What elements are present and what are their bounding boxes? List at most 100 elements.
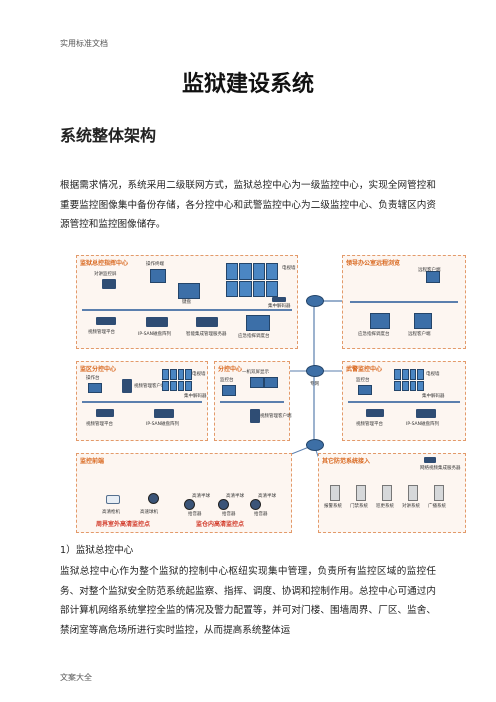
- decoder-a-caption: 集中解码器: [184, 394, 207, 399]
- mgmt-c-caption: 视频管理平台: [356, 422, 383, 427]
- fe-hd2-caption: 高清半球: [192, 494, 210, 499]
- patrol-system-icon: [382, 485, 392, 501]
- op-pc-caption: 操作终端: [146, 262, 164, 267]
- decoder-c-caption: 集中解码器: [422, 394, 445, 399]
- speed-dome-icon: [148, 493, 159, 504]
- ops-c-icon: [358, 385, 372, 395]
- remote-client-caption: 远程客户端: [418, 268, 441, 273]
- front-end-label: 监控前端: [80, 458, 105, 465]
- sub-center-b-bus: [220, 401, 284, 403]
- emergency-desk-caption: 应急指挥调度台: [358, 332, 390, 337]
- fe-hd-caption: 高清枪机: [102, 510, 120, 515]
- client-b-caption: 视频管理客户端: [260, 414, 292, 419]
- main-center-bus: [82, 309, 292, 311]
- monitor-b-caption: 监控台: [220, 378, 234, 383]
- remote-client-icon: [426, 271, 440, 283]
- one-machine-left-icon: [250, 377, 264, 388]
- fe-hd4-caption: 高清半球: [258, 494, 276, 499]
- core-router-mid-icon: [306, 365, 324, 377]
- decoder-icon: [272, 297, 286, 302]
- core-router-bottom-icon: [306, 439, 324, 451]
- front-end-region: [76, 453, 292, 533]
- sys-door-caption: 门禁系统: [350, 504, 368, 509]
- broadcast-system-icon: [434, 485, 444, 501]
- subsection-heading: 1）监狱总控中心: [60, 545, 134, 556]
- sub-center-b-label: 分控中心: [218, 366, 243, 373]
- leader-bus: [350, 301, 458, 303]
- half-dome-3-icon: [250, 499, 261, 510]
- client-b-icon: [250, 409, 260, 423]
- page-header: 实用标准文档: [60, 39, 108, 48]
- emergency-desk-2-icon: [370, 313, 390, 329]
- video-mgmt-server-icon: [96, 317, 116, 325]
- sub-center-a-bus: [82, 401, 202, 403]
- keyboard-caption: 键盘: [182, 300, 191, 305]
- mgmt-a-icon: [96, 409, 114, 417]
- section-heading: 系统整体架构: [60, 126, 157, 145]
- tv-wall-a-caption: 电视墙: [192, 372, 206, 377]
- ipsan-caption: IP-SAN磁盘阵列: [138, 332, 171, 337]
- op-pc-monitor-icon: [150, 269, 166, 283]
- half-dome-2-icon: [218, 499, 229, 510]
- remote-client-2-caption: 远程客户端: [408, 332, 431, 337]
- ipsan-c-caption: IP-SAN磁盘阵列: [406, 422, 439, 427]
- fe-hd3-caption: 高清半球: [226, 494, 244, 499]
- half-dome-1-icon: [184, 499, 195, 510]
- perimeter-label: 其它防范系统接入: [322, 458, 371, 465]
- ops-c-caption: 监控台: [356, 378, 370, 383]
- one-machine-caption: 一机双屏显示: [242, 370, 269, 375]
- fe-audio1-caption: 拾音器: [188, 512, 202, 517]
- emergency-desk-icon: [246, 315, 270, 331]
- armed-police-bus: [348, 401, 460, 403]
- tv-wall-a-icon: [162, 369, 192, 391]
- tv-wall-c-caption: 电视墙: [426, 372, 440, 377]
- fe-audio2-caption: 拾音器: [222, 512, 236, 517]
- leader-office-label: 领导办公室远程浏览: [346, 260, 401, 267]
- architecture-diagram: 监狱总控指挥中心 对讲监控屏 操作终端 键盘 电视墙 集中解码器 视频管理平台 …: [74, 253, 466, 533]
- net-video-caption: 网络视频集成服务器: [420, 466, 461, 471]
- operator-station-caption: 对讲监控屏: [94, 272, 117, 277]
- monitor-b-icon: [222, 385, 236, 396]
- net-video-server-icon: [424, 457, 436, 463]
- client-a-caption: 视频管理客户端: [134, 384, 166, 389]
- hd-camera-icon: [106, 495, 120, 504]
- intercom-system-icon: [408, 485, 418, 501]
- document-title: 监狱建设系统: [181, 72, 314, 97]
- sys-broadcast-caption: 广播系统: [428, 504, 446, 509]
- main-center-label: 监狱总控指挥中心: [80, 260, 129, 267]
- client-a-icon: [122, 379, 132, 393]
- mgmt-a-caption: 视频管理平台: [86, 422, 113, 427]
- decoder-caption: 集中解码器: [268, 304, 291, 309]
- video-mgmt-caption: 视频管理平台: [88, 330, 115, 335]
- mgmt-c-icon: [366, 409, 384, 417]
- fe-speed-caption: 高速球机: [140, 510, 158, 515]
- operator-station-icon: [102, 279, 116, 289]
- alarm-server-caption: 智能集成管理服务器: [186, 332, 227, 337]
- ipsan-icon: [146, 317, 168, 327]
- ops-a-caption: 操作台: [86, 376, 100, 381]
- sys-intercom-caption: 对讲系统: [402, 504, 420, 509]
- ipsan-c-icon: [416, 409, 436, 418]
- core-router-top-icon: [306, 295, 324, 307]
- fe-indoor-caption: 监仓内高清监控点: [196, 521, 245, 528]
- remote-client-2-icon: [414, 313, 432, 329]
- ops-a-icon: [88, 383, 102, 393]
- body-paragraph: 监狱总控中心作为整个监狱的控制中心枢纽实现集中管理，负责所有监控区域的监控任务、…: [60, 566, 436, 636]
- door-system-icon: [356, 485, 366, 501]
- private-net-caption: 专网: [310, 382, 319, 387]
- sys-patrol-caption: 巡更系统: [376, 504, 394, 509]
- page-footer: 文案大全: [60, 673, 92, 682]
- armed-police-label: 武警监控中心: [346, 366, 383, 373]
- tv-wall-caption: 电视墙: [282, 266, 296, 271]
- ipsan-a-caption: IP-SAN磁盘阵列: [146, 422, 179, 427]
- tv-wall-c-icon: [394, 369, 424, 391]
- emergency-caption: 应急指挥调度台: [238, 334, 270, 339]
- operator-desk-monitor-icon: [178, 283, 200, 299]
- intro-paragraph: 根据需求情况，系统采用二级联网方式，监狱总控中心为一级监控中心，实现全网管控和重…: [60, 180, 436, 230]
- sys-alarm-caption: 报警系统: [324, 504, 342, 509]
- fe-perimeter-caption: 周界室外高清监控点: [96, 521, 151, 528]
- one-machine-right-icon: [264, 377, 278, 388]
- alarm-server-icon: [196, 317, 218, 327]
- ipsan-a-icon: [154, 409, 174, 418]
- fe-audio3-caption: 拾音器: [254, 512, 268, 517]
